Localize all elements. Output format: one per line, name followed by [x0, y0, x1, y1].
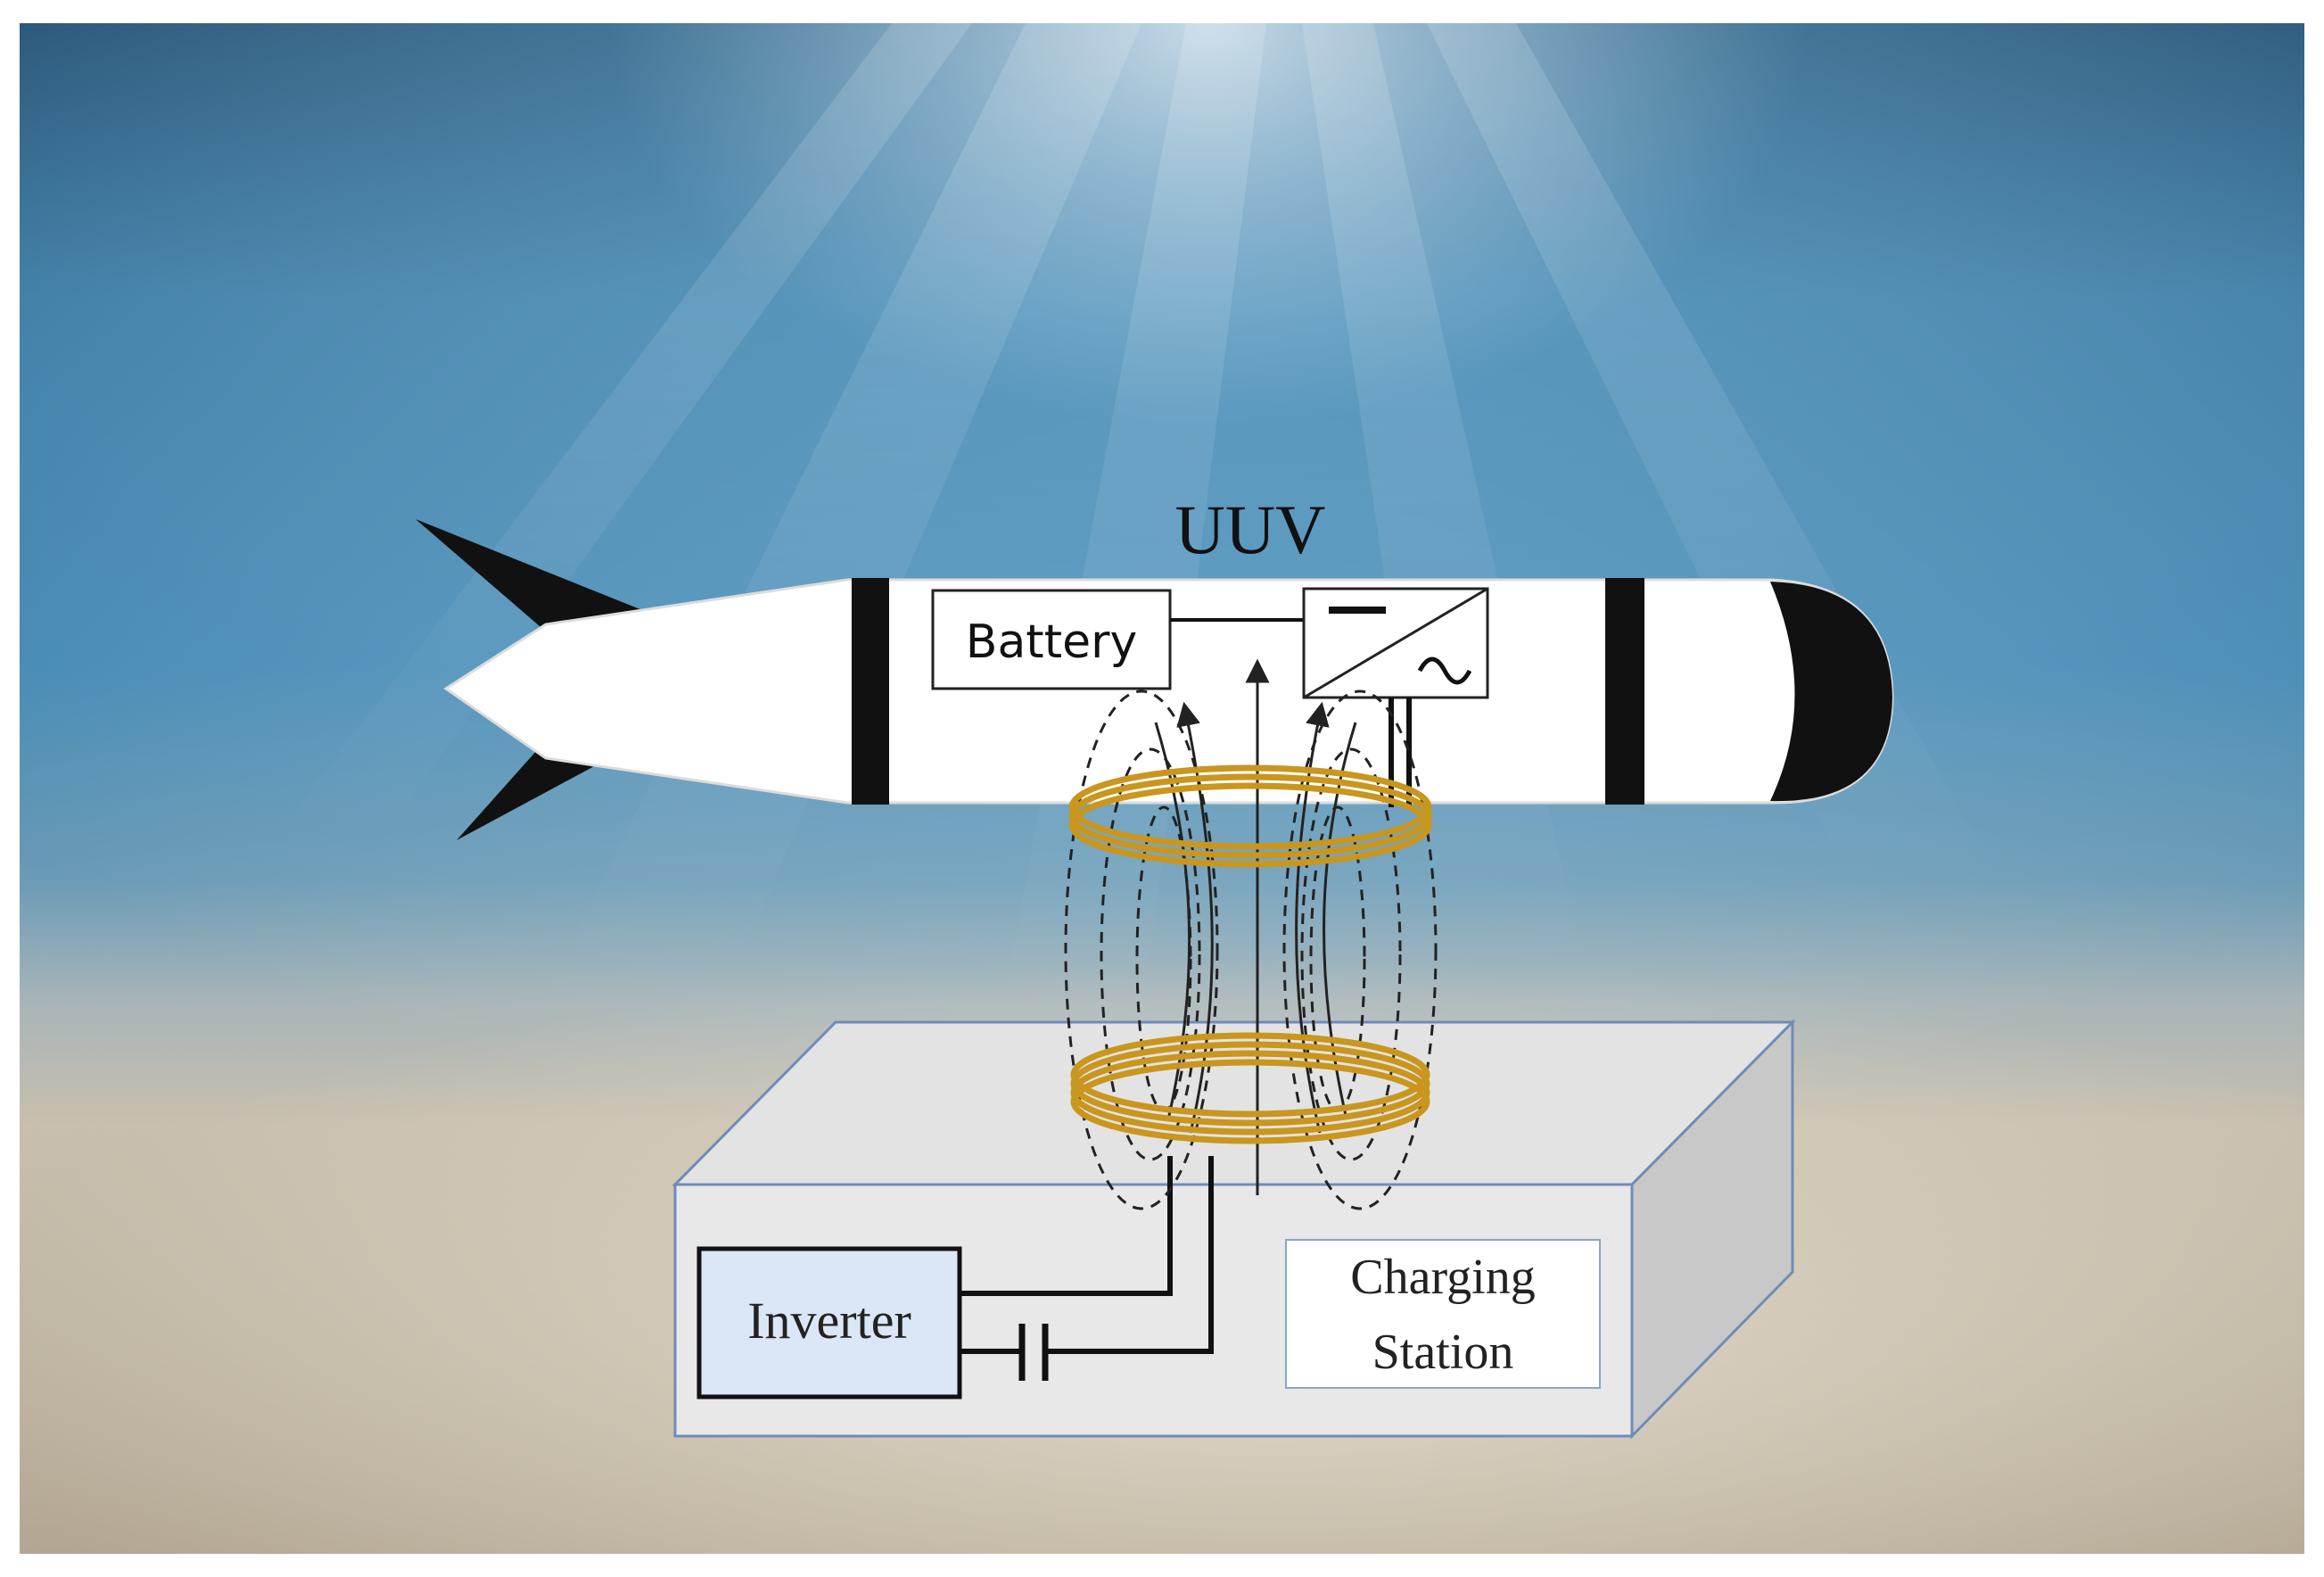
- primary-circuit-wiring: [960, 1156, 1214, 1381]
- charging-station-label-line1: Charging: [1350, 1250, 1535, 1305]
- receiver-coil: [1068, 764, 1432, 868]
- uuv-band-rear: [852, 578, 889, 805]
- uuv-nose-cone: [1770, 582, 1892, 802]
- dc-ac-converter-icon: [1302, 587, 1489, 699]
- battery-label: Battery: [966, 615, 1137, 669]
- charging-station-label-box: Charging Station: [1285, 1239, 1601, 1389]
- uuv-vehicle: [416, 519, 1894, 840]
- uuv-label: UUV: [1175, 491, 1326, 568]
- transmitter-coil: [1070, 1032, 1430, 1144]
- uuv-band-front: [1605, 578, 1644, 805]
- inverter-block: Inverter: [696, 1246, 962, 1399]
- battery-block: Battery: [931, 589, 1172, 690]
- charging-station-label-line2: Station: [1372, 1325, 1514, 1380]
- uuv-tail-fin-upper: [416, 519, 696, 632]
- inverter-label: Inverter: [747, 1292, 911, 1350]
